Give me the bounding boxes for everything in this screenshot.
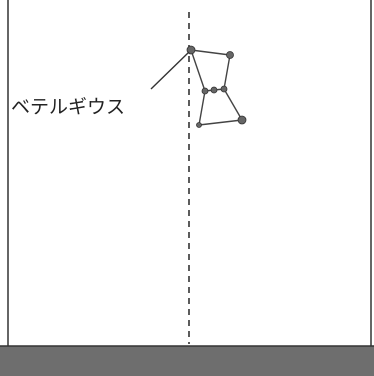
star-belt-right: [221, 86, 227, 92]
orion-constellation: [191, 50, 242, 125]
label-leader-line: [151, 52, 189, 89]
constellation-line: [199, 120, 242, 125]
constellation-line: [224, 55, 230, 89]
ground-band: [0, 346, 374, 376]
star-belt-middle: [211, 87, 217, 93]
constellation-line: [191, 50, 205, 91]
stars: [187, 46, 246, 128]
star-rigel: [238, 116, 246, 124]
star-bellatrix: [227, 52, 234, 59]
constellation-line: [224, 89, 242, 120]
star-saiph: [197, 123, 202, 128]
betelgeuse-label: ベテルギウス: [11, 96, 125, 118]
star-belt-left: [202, 88, 208, 94]
constellation-line: [191, 50, 230, 55]
constellation-line: [199, 91, 205, 125]
